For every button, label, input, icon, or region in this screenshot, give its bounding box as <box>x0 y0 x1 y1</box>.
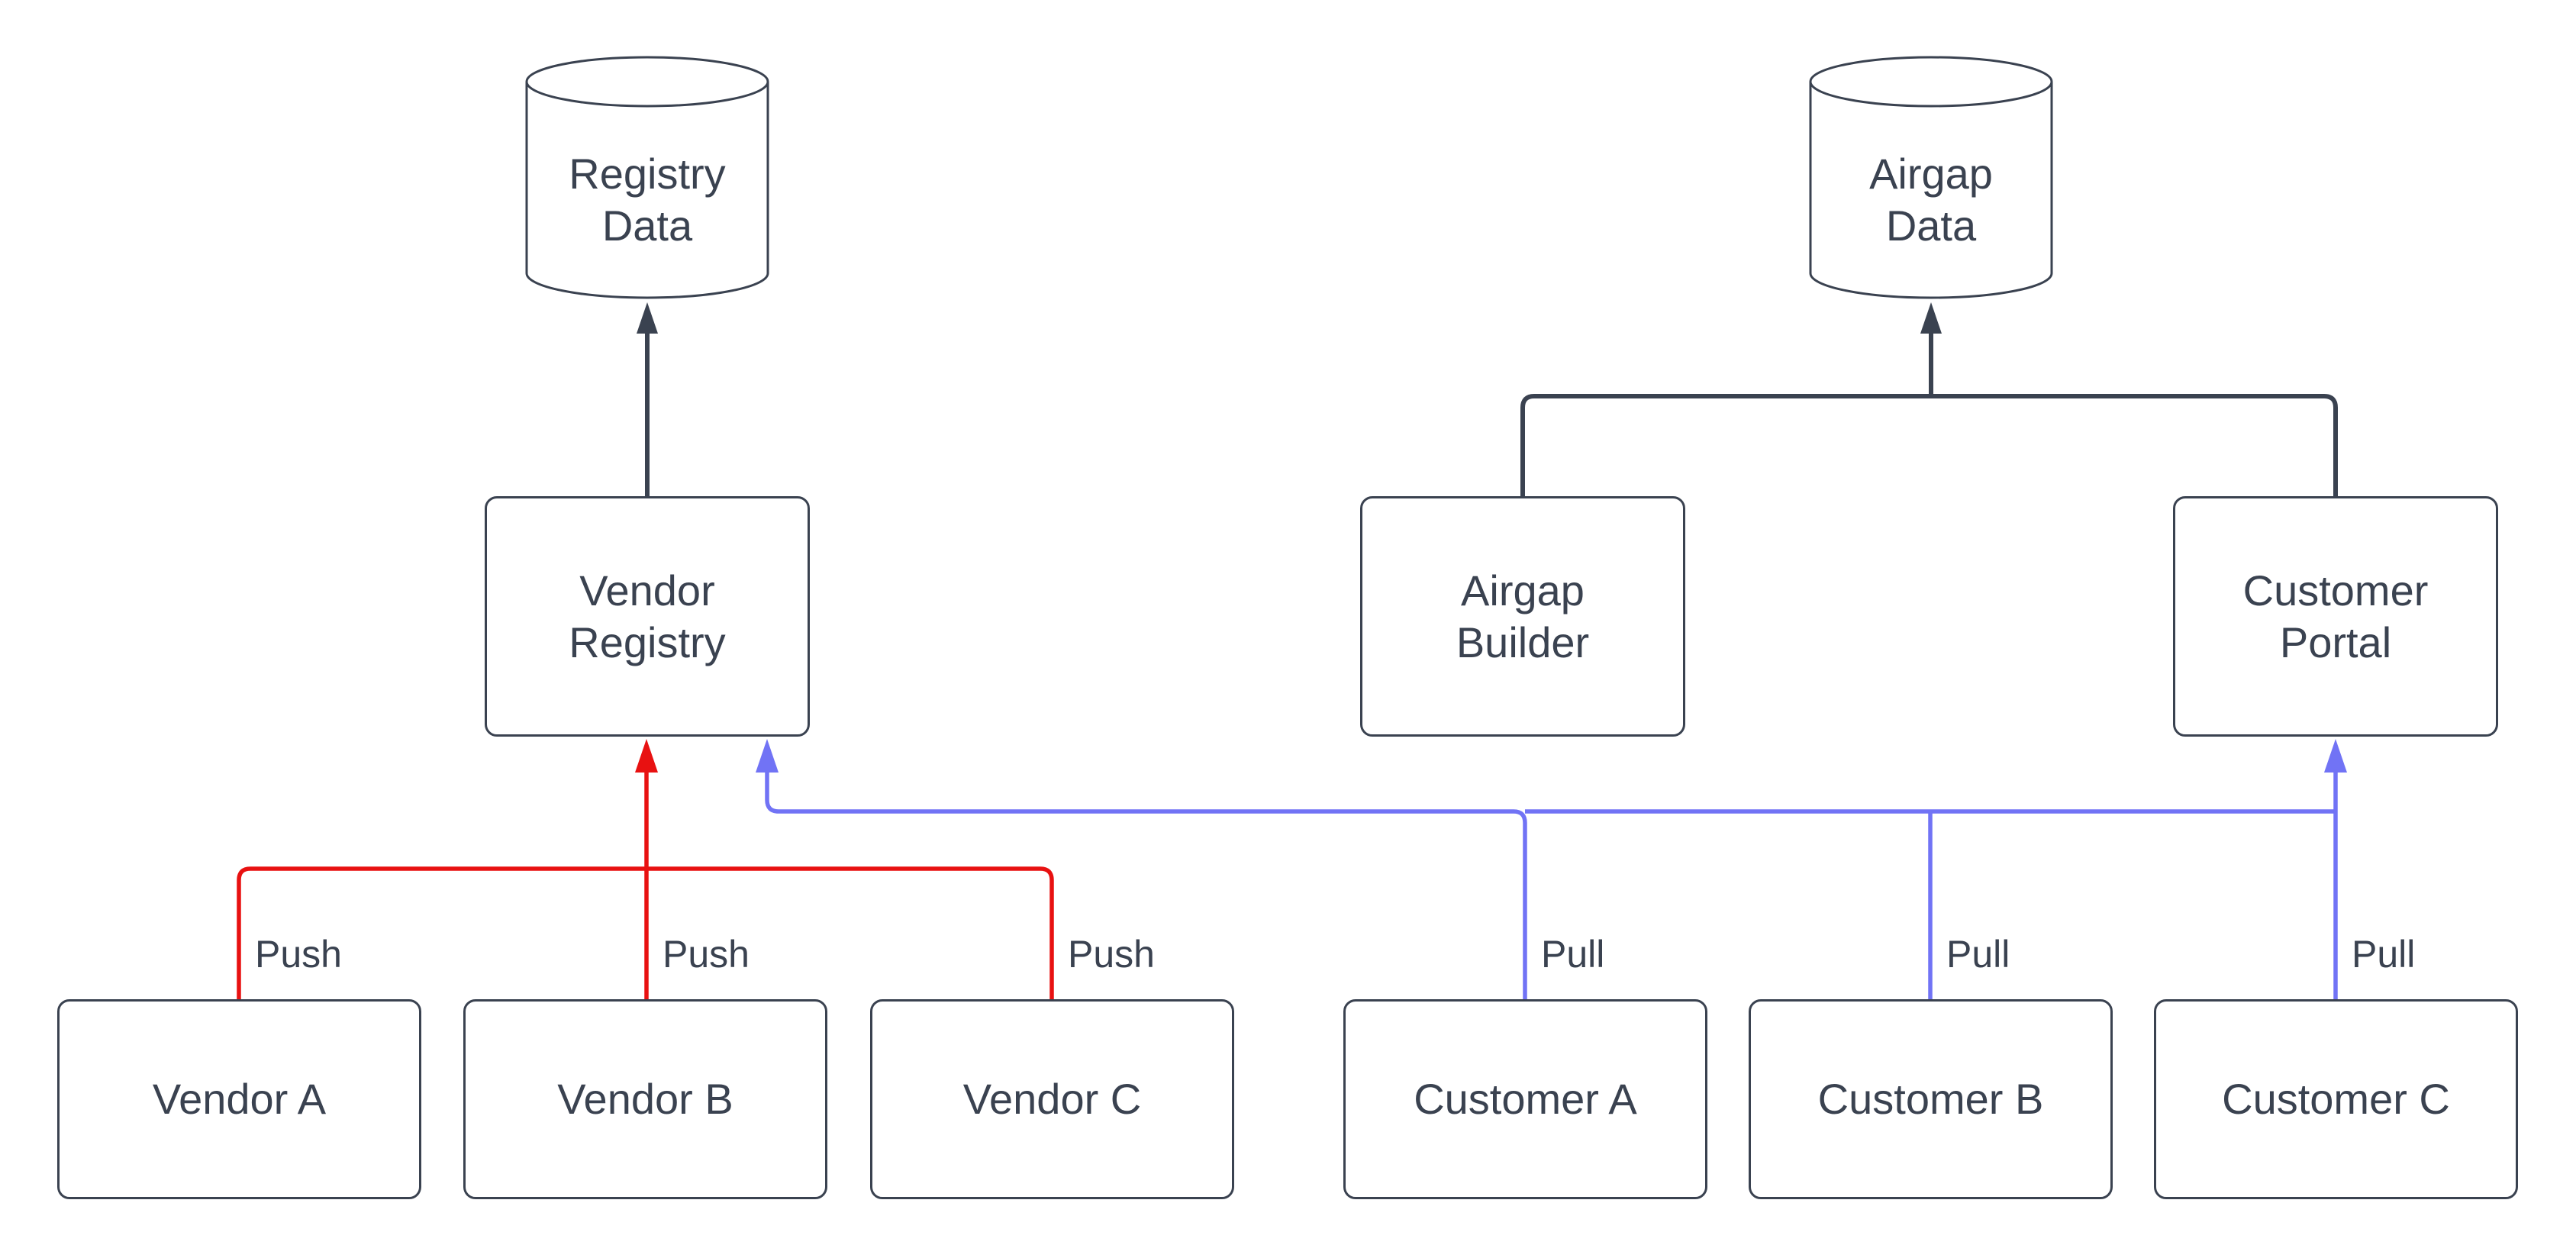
edge-label-push-a: Push <box>252 933 345 976</box>
node-label: Customer A <box>1414 1075 1637 1123</box>
datastore-airgap-data: Airgap Data <box>1809 55 2053 300</box>
edge-label-pull-a: Pull <box>1538 933 1608 976</box>
arrowhead-pull-customer-portal <box>2324 739 2347 773</box>
node-customer-portal: Customer Portal <box>2173 496 2498 737</box>
node-label: Vendor C <box>962 1075 1142 1123</box>
node-customer-c: Customer C <box>2154 999 2518 1199</box>
datastore-registry-data: Registry Data <box>525 55 769 300</box>
node-label: Vendor Registry <box>569 566 726 666</box>
arrowhead-airgap-data <box>1920 302 1942 334</box>
node-label: Vendor A <box>152 1075 327 1123</box>
node-vendor-b: Vendor B <box>463 999 827 1199</box>
arrowhead-pull-vendor-registry <box>756 739 779 773</box>
arrowhead-push-vendor-registry <box>635 739 658 773</box>
node-airgap-builder: Airgap Builder <box>1360 496 1685 737</box>
arrowhead-registry-data <box>637 302 658 334</box>
datastore-label: Airgap Data <box>1869 149 1993 250</box>
datastore-label: Registry Data <box>569 149 726 250</box>
node-label: Customer B <box>1817 1075 2044 1123</box>
node-label: Customer Portal <box>2242 566 2429 666</box>
cylinder-shape <box>1809 56 2053 299</box>
edge-label-push-c: Push <box>1065 933 1158 976</box>
node-label: Vendor B <box>557 1075 733 1123</box>
node-vendor-a: Vendor A <box>57 999 421 1199</box>
edge-airgap-builder-portal-bus <box>1520 394 2338 496</box>
cylinder-shape <box>525 56 769 299</box>
node-customer-b: Customer B <box>1749 999 2113 1199</box>
edge-label-pull-b: Pull <box>1943 933 2013 976</box>
node-vendor-c: Vendor C <box>870 999 1234 1199</box>
edge-label-pull-c: Pull <box>2349 933 2419 976</box>
node-vendor-registry: Vendor Registry <box>485 496 810 737</box>
node-label: Airgap Builder <box>1456 566 1590 666</box>
edge-label-push-b: Push <box>659 933 753 976</box>
edge-customer-a-elbow-to-vendor-registry <box>765 772 1527 999</box>
node-customer-a: Customer A <box>1343 999 1707 1199</box>
node-label: Customer C <box>2222 1075 2450 1123</box>
